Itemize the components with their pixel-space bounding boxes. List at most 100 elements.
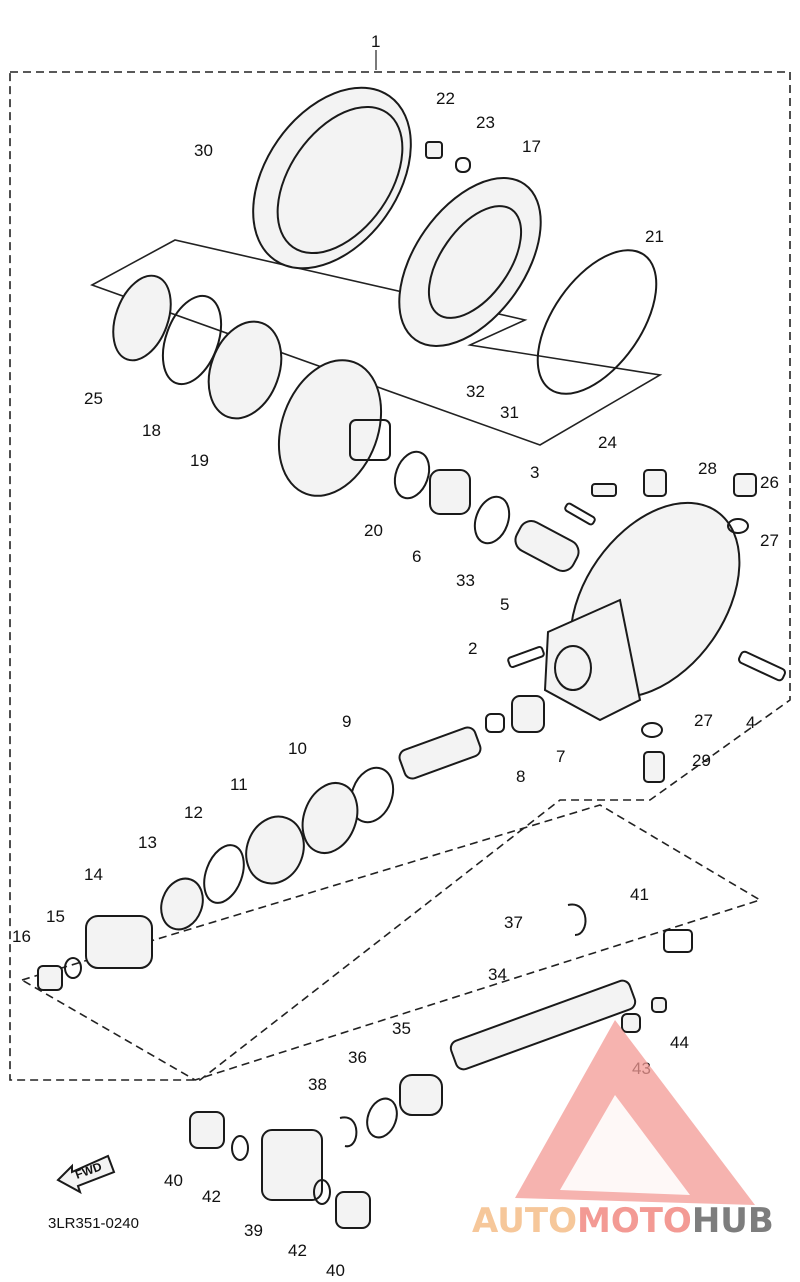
- part-29-plug: [643, 751, 665, 783]
- part-20-washer: [393, 450, 431, 500]
- part-label-7: 7: [556, 747, 565, 766]
- part-15-washer: [64, 957, 82, 979]
- part-label-27: 27: [760, 531, 779, 550]
- part-42-clip-top: [231, 1135, 249, 1161]
- svg-text:AUTOMOTOHUB: AUTOMOTOHUB: [472, 1201, 774, 1241]
- part-label-36: 36: [348, 1048, 367, 1067]
- part-label-40: 40: [164, 1171, 183, 1190]
- part-label-34: 34: [488, 965, 507, 984]
- part-label-24: 24: [598, 433, 617, 452]
- part-27-washer-bottom: [641, 722, 663, 738]
- part-5-sleeve: [514, 520, 580, 572]
- part-label-15: 15: [46, 907, 65, 926]
- part-label-12: 12: [184, 803, 203, 822]
- part-labels: 2345678910111213141516171819202122232425…: [12, 89, 779, 1280]
- part-16-nut: [37, 965, 63, 991]
- gear-case: [543, 501, 741, 722]
- bevel-gear: [277, 359, 391, 497]
- part-label-9: 9: [342, 712, 351, 731]
- automotohub-logo: AUTOMOTOHUB: [472, 1020, 774, 1241]
- part-9-washer: [349, 766, 395, 824]
- part-label-13: 13: [138, 833, 157, 852]
- part-label-20: 20: [364, 521, 383, 540]
- part-label-32: 32: [466, 382, 485, 401]
- part-8-collar: [485, 713, 505, 733]
- part-label-16: 16: [12, 927, 31, 946]
- part-label-37: 37: [504, 913, 523, 932]
- part-label-44: 44: [670, 1033, 689, 1052]
- logo-hub: HUB: [692, 1201, 774, 1241]
- part-13-seal: [160, 877, 204, 931]
- part-2-stud: [507, 645, 545, 669]
- part-39-joint: [261, 1129, 323, 1201]
- part-37-clip: [567, 903, 587, 936]
- part-label-8: 8: [516, 767, 525, 786]
- part-label-21: 21: [645, 227, 664, 246]
- part-label-10: 10: [288, 739, 307, 758]
- part-34-shaft: [449, 979, 637, 1071]
- logo-auto: AUTO: [472, 1201, 577, 1241]
- part-label-35: 35: [392, 1019, 411, 1038]
- part-12-o-ring: [203, 844, 245, 904]
- part-label-31: 31: [500, 403, 519, 422]
- part-label-39: 39: [244, 1221, 263, 1240]
- part-label-28: 28: [698, 459, 717, 478]
- part-40-cap-top: [189, 1111, 225, 1149]
- part-30-ring: [252, 86, 412, 270]
- part-label-30: 30: [194, 141, 213, 160]
- part-label-25: 25: [84, 389, 103, 408]
- part-42-clip-bottom: [313, 1179, 331, 1205]
- part-label-42-2: 42: [288, 1241, 307, 1260]
- part-25-seal: [112, 274, 172, 362]
- part-6-bushing: [429, 469, 471, 515]
- part-label-42: 42: [202, 1187, 221, 1206]
- part-label-41: 41: [630, 885, 649, 904]
- part-label-38: 38: [308, 1075, 327, 1094]
- part-17-cover: [398, 177, 542, 347]
- part-26-plug: [733, 473, 757, 497]
- part-label-2: 2: [468, 639, 477, 658]
- part-24-bolt: [591, 483, 617, 497]
- diagram-code: 3LR351-0240: [48, 1215, 139, 1232]
- part-label-5: 5: [500, 595, 509, 614]
- part-4-stud: [738, 650, 786, 682]
- part-label-3: 3: [530, 463, 539, 482]
- part-41-spring: [663, 929, 693, 953]
- part-3-stud: [564, 502, 596, 526]
- part-40-cap-bottom: [335, 1191, 371, 1229]
- part-label-14: 14: [84, 865, 103, 884]
- pinion-gear: [398, 726, 482, 780]
- part-7-bearing: [511, 695, 545, 733]
- part-label-22: 22: [436, 89, 455, 108]
- part-label-6: 6: [412, 547, 421, 566]
- part-23-washer: [455, 157, 471, 173]
- part-label-33: 33: [456, 571, 475, 590]
- part-43-cap: [621, 1013, 641, 1033]
- part-21-o-ring: [536, 249, 658, 395]
- part-14-coupling: [85, 915, 153, 969]
- forward-arrow-icon: FWD: [56, 1154, 116, 1195]
- part-38-clip: [339, 1116, 358, 1148]
- part-label-40-2: 40: [326, 1261, 345, 1280]
- part-10-bearing: [301, 782, 359, 854]
- part-44-cap: [651, 997, 667, 1013]
- part-label-17: 17: [522, 137, 541, 156]
- part-36-washer: [366, 1097, 398, 1139]
- part-35-bushing: [399, 1074, 443, 1116]
- part-11-nut: [245, 815, 305, 885]
- part-27-washer-top: [727, 518, 749, 534]
- part-19-bearing: [207, 320, 283, 420]
- part-label-18: 18: [142, 421, 161, 440]
- part-label-4: 4: [746, 713, 755, 732]
- part-28-plug: [643, 469, 667, 497]
- part-label-19: 19: [190, 451, 209, 470]
- assembly-boundary: [9, 50, 791, 1081]
- assembly-label: 1: [371, 32, 380, 51]
- part-label-27-2: 27: [694, 711, 713, 730]
- part-label-29: 29: [692, 751, 711, 770]
- logo-moto: MOTO: [577, 1201, 692, 1241]
- part-label-26: 26: [760, 473, 779, 492]
- part-label-23: 23: [476, 113, 495, 132]
- part-22-nut: [425, 141, 443, 159]
